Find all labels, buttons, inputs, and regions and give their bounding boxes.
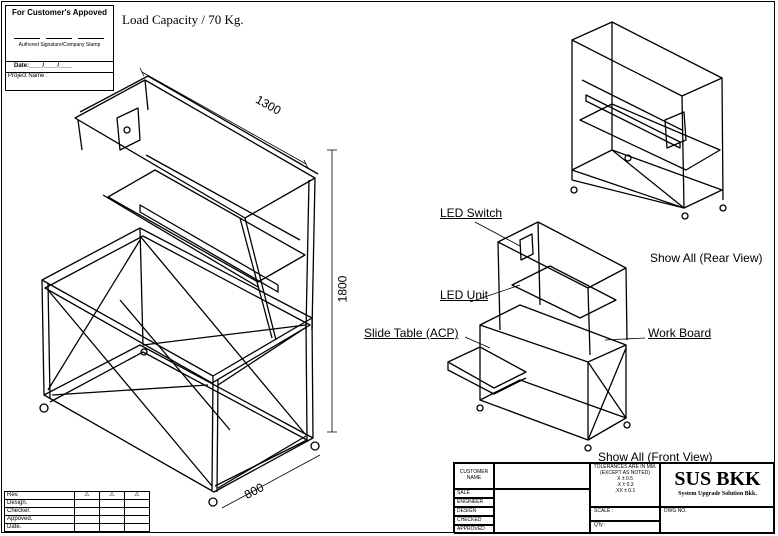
drawing-number-label: DWG NO. [660,507,775,534]
design-row-label: Design. [4,499,75,508]
height-dimension: 1800 [335,275,350,303]
title-block: CUSTOMER NAME SALE ENGINEER DESIGN CHECK… [453,462,775,534]
main-isometric-view [39,67,337,509]
engineer-label: ENGINEER [454,498,494,507]
load-capacity-label: Load Capacity / 70 Kg. [122,12,244,27]
tolerance-title: TOLERANCES ARE IN MM. [593,464,657,470]
tolerance-x2: .XX ± 0.1 [614,488,636,494]
slide-table-callout: Slide Table (ACP) [364,326,459,340]
led-unit-callout: LED Unit [440,288,489,302]
front-view-drawing [447,221,631,452]
led-switch-callout: LED Switch [440,206,503,220]
front-view-label: Show All (Front View) [598,450,713,464]
rear-view-label: Show All (Rear View) [650,251,763,265]
approval-title: For Customer's Appoved [12,8,107,17]
qty-label: Q'ty : [590,521,660,534]
project-name-label: Project Name : [8,73,48,79]
tolerance-x1: .X ± 0.3 [616,482,634,488]
sale-label: SALE [454,489,494,498]
date-label: Date:____/____/____ [14,63,73,69]
tolerance-x: X ± 0.5 [617,476,633,482]
company-subtitle: System Upgrade Solution Bkk. [678,491,757,497]
work-board-callout: Work Board [648,326,712,340]
date-row-label: Date. [4,523,75,532]
approved-row-label: Appoved. [4,515,75,524]
signature-line [14,38,40,39]
checked-label: CHECKED [454,516,494,525]
revision-table: Rev.⚠⚠⚠ Design. Checker. Appoved. Date. [4,491,150,532]
customer-name-label: CUSTOMER NAME [454,463,494,489]
checker-row-label: Checker. [4,507,75,516]
scale-label: SCALE : [590,507,660,521]
tolerance-sub: (EXCEPT AS NOTED) [600,470,650,476]
signature-caption: Authored Signature/Company Stamp [18,42,101,48]
company-logo-text: SUS BKK [674,468,761,490]
design-label: DESIGN [454,507,494,516]
signature-line [46,38,72,39]
signature-line [78,38,104,39]
rear-view-drawing [570,21,727,220]
customer-approval-box: For Customer's Appoved Authored Signatur… [5,5,114,91]
rev-row-label: Rev. [4,491,75,500]
approved-label: APPROVED [454,525,494,534]
